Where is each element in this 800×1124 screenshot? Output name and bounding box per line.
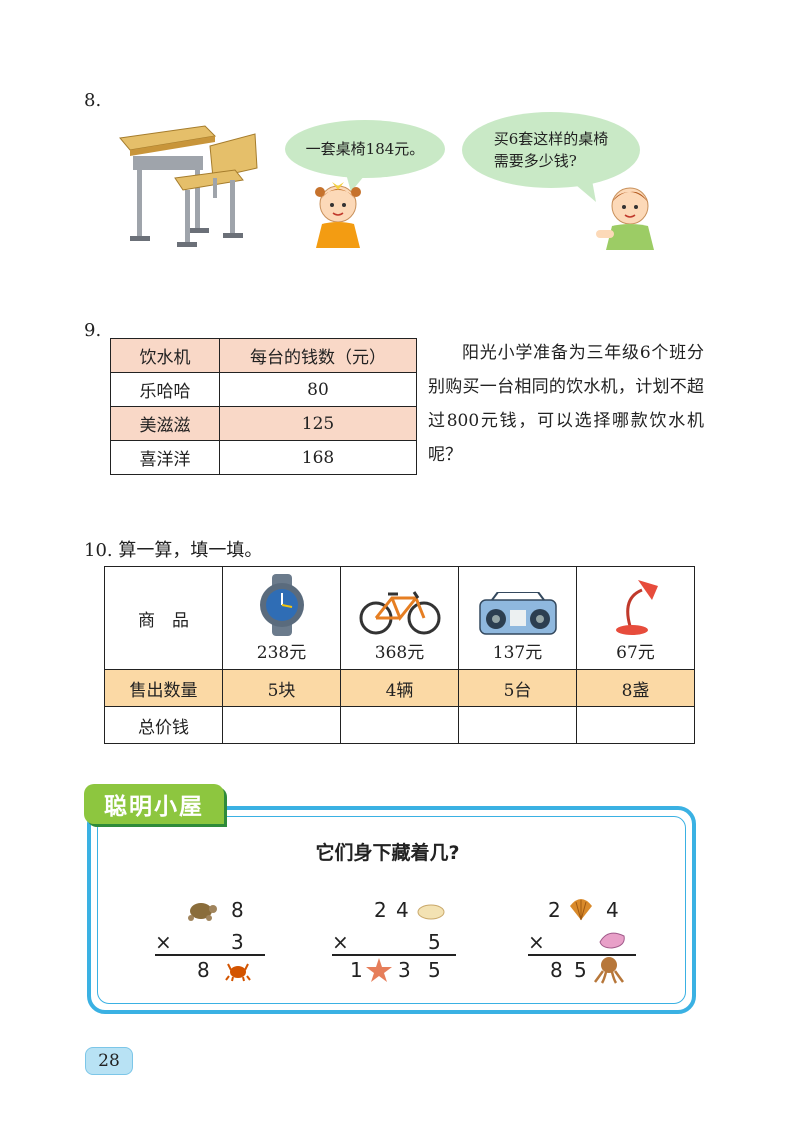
octopus-icon [594, 957, 624, 984]
watch-icon [259, 574, 304, 636]
row-label: 商 品 [104, 566, 223, 670]
quantity-cell: 4辆 [340, 669, 459, 707]
digit: 5 [574, 958, 587, 982]
digit: 5 [428, 958, 441, 982]
table-header-row: 饮水机 每台的钱数（元） [110, 338, 417, 373]
table-row: 商 品 238元 368元 [104, 566, 695, 670]
question-10-title: 10. 算一算，填一填。 [84, 540, 263, 561]
table-row: 乐哈哈 80 [110, 372, 417, 407]
goods-cell: 67元 [576, 566, 695, 670]
smart-house-title: 它们身下藏着几? [315, 842, 460, 864]
scallop-icon [570, 899, 592, 921]
total-cell[interactable] [222, 706, 341, 744]
dispenser-name: 美滋滋 [110, 406, 220, 441]
conch-icon [599, 932, 625, 949]
table-row: 售出数量 5块 4辆 5台 8盏 [104, 669, 695, 707]
times-sign: × [528, 930, 545, 954]
dispenser-price: 168 [219, 440, 417, 475]
question-9-text: 阳光小学准备为三年级6个班分别购买一台相同的饮水机，计划不超过800元钱，可以选… [428, 343, 704, 465]
row-label: 售出数量 [104, 669, 223, 707]
digit: 8 [231, 898, 244, 922]
goods-price: 238元 [256, 643, 307, 663]
radio-icon [478, 592, 557, 635]
digit: 8 [197, 958, 210, 982]
digit: 5 [428, 930, 441, 954]
row-label: 总价钱 [104, 706, 223, 744]
turtle-icon [188, 903, 217, 921]
goods-table: 商 品 238元 368元 [104, 566, 695, 744]
question-9-number: 9. [84, 320, 102, 341]
starfish-icon [366, 958, 392, 982]
boy-icon [596, 187, 654, 250]
bubble-tail [570, 180, 596, 202]
goods-cell: 238元 [222, 566, 341, 670]
quantity-cell: 5块 [222, 669, 341, 707]
shell-icon [417, 904, 445, 920]
table-header-cell: 每台的钱数（元） [219, 338, 417, 373]
smart-house-tab: 聪明小屋 [84, 784, 224, 824]
digit: 4 [606, 898, 619, 922]
digit: 2 [374, 898, 387, 922]
desk-chair-illustration [119, 125, 258, 247]
dispenser-price: 125 [219, 406, 417, 441]
table-header-cell: 饮水机 [110, 338, 220, 373]
puzzle-1: 8 × 3 8 [155, 896, 265, 986]
crab-icon [225, 963, 251, 982]
goods-cell: 368元 [340, 566, 459, 670]
quantity-cell: 8盏 [576, 669, 695, 707]
boy-speech-bubble: 买6套这样的桌椅 需要多少钱? [462, 112, 640, 188]
dispenser-name: 乐哈哈 [110, 372, 220, 407]
puzzle-2: 2 4 × 5 1 3 5 [332, 896, 456, 986]
page-number: 28 [85, 1047, 133, 1075]
bubble-tail [345, 170, 369, 192]
goods-price: 368元 [374, 643, 425, 663]
total-cell[interactable] [458, 706, 577, 744]
digit: 1 [350, 958, 363, 982]
girl-speech-bubble: 一套桌椅184元。 [285, 120, 445, 178]
digit: 4 [396, 898, 409, 922]
bicycle-icon [359, 591, 440, 635]
dispenser-price: 80 [219, 372, 417, 407]
digit: 3 [398, 958, 411, 982]
table-row: 喜洋洋 168 [110, 440, 417, 475]
goods-cell: 137元 [458, 566, 577, 670]
table-row: 美滋滋 125 [110, 406, 417, 441]
goods-price: 137元 [492, 643, 543, 663]
total-cell[interactable] [340, 706, 459, 744]
smart-house-frame [87, 806, 696, 1014]
table-row: 总价钱 [104, 706, 695, 744]
girl-speech-text: 一套桌椅184元。 [305, 140, 425, 158]
boy-speech-text: 买6套这样的桌椅 需要多少钱? [493, 130, 609, 170]
times-sign: × [332, 930, 349, 954]
dispenser-name: 喜洋洋 [110, 440, 220, 475]
digit: 3 [231, 930, 244, 954]
goods-price: 67元 [616, 643, 655, 663]
digit: 2 [548, 898, 561, 922]
lamp-icon [615, 580, 658, 635]
times-sign: × [155, 930, 172, 954]
water-dispenser-table: 饮水机 每台的钱数（元） 乐哈哈 80 美滋滋 125 喜洋洋 168 [110, 338, 417, 475]
quantity-cell: 5台 [458, 669, 577, 707]
puzzle-3: 2 4 × 8 5 [528, 896, 636, 986]
total-cell[interactable] [576, 706, 695, 744]
digit: 8 [550, 958, 563, 982]
girl-icon [315, 182, 361, 248]
question-8-number: 8. [84, 90, 102, 111]
